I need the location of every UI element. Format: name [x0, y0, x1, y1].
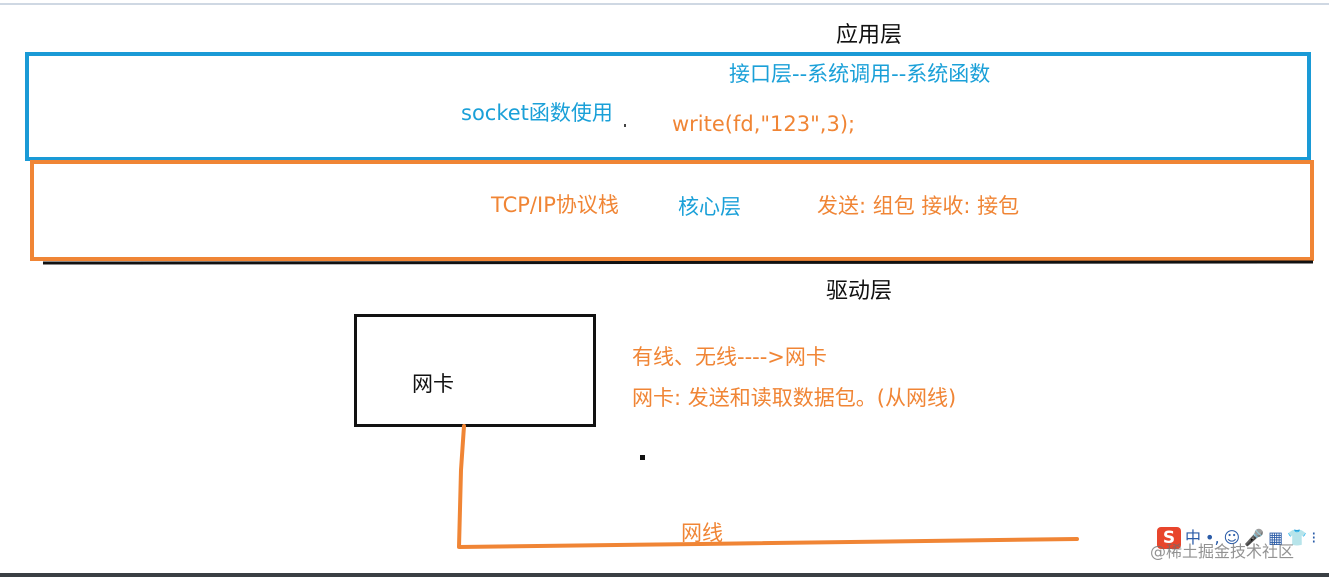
driver-layer-title: 驱动层	[826, 279, 893, 304]
microphone-icon[interactable]: 🎤	[1244, 528, 1265, 547]
send-receive-label: 发送: 组包 接收: 接包	[817, 194, 1020, 218]
socket-usage-label: socket函数使用	[461, 101, 613, 125]
punctuation-icon[interactable]: •,	[1205, 528, 1220, 547]
nic-label: 网卡	[412, 372, 454, 396]
nic-note-line1: 有线、无线---->网卡	[632, 345, 827, 369]
stray-dot-2	[640, 455, 645, 460]
more-icon[interactable]: ⁝	[1311, 528, 1317, 547]
keyboard-icon[interactable]: ▦	[1268, 528, 1284, 547]
skin-icon[interactable]: 👕	[1287, 528, 1308, 547]
emoji-icon[interactable]: ☺	[1223, 528, 1241, 547]
nic-box	[354, 314, 596, 427]
write-call-label: write(fd,"123",3);	[672, 112, 856, 136]
stray-dot	[624, 124, 626, 127]
interface-layer-box	[25, 52, 1311, 161]
window-top-border	[0, 3, 1329, 5]
window-bottom-border	[0, 573, 1329, 577]
nic-note-line2: 网卡: 发送和读取数据包。(从网线)	[632, 386, 957, 410]
tcpip-stack-label: TCP/IP协议栈	[491, 193, 619, 217]
ime-toolbar[interactable]: S 中 •, ☺ 🎤 ▦ 👕 ⁝	[1157, 525, 1316, 551]
watermark: @稀土掘金技术社区	[1150, 542, 1295, 561]
core-layer-label: 核心层	[678, 195, 741, 219]
ime-mode-icon[interactable]: 中	[1185, 528, 1202, 547]
interface-layer-title: 接口层--系统调用--系统函数	[729, 62, 991, 86]
application-layer-title: 应用层	[836, 23, 903, 48]
kernel-layer-box	[30, 160, 1314, 261]
cable-label: 网线	[681, 521, 723, 545]
network-cable	[457, 424, 1079, 549]
sogou-logo-icon[interactable]: S	[1157, 527, 1181, 549]
